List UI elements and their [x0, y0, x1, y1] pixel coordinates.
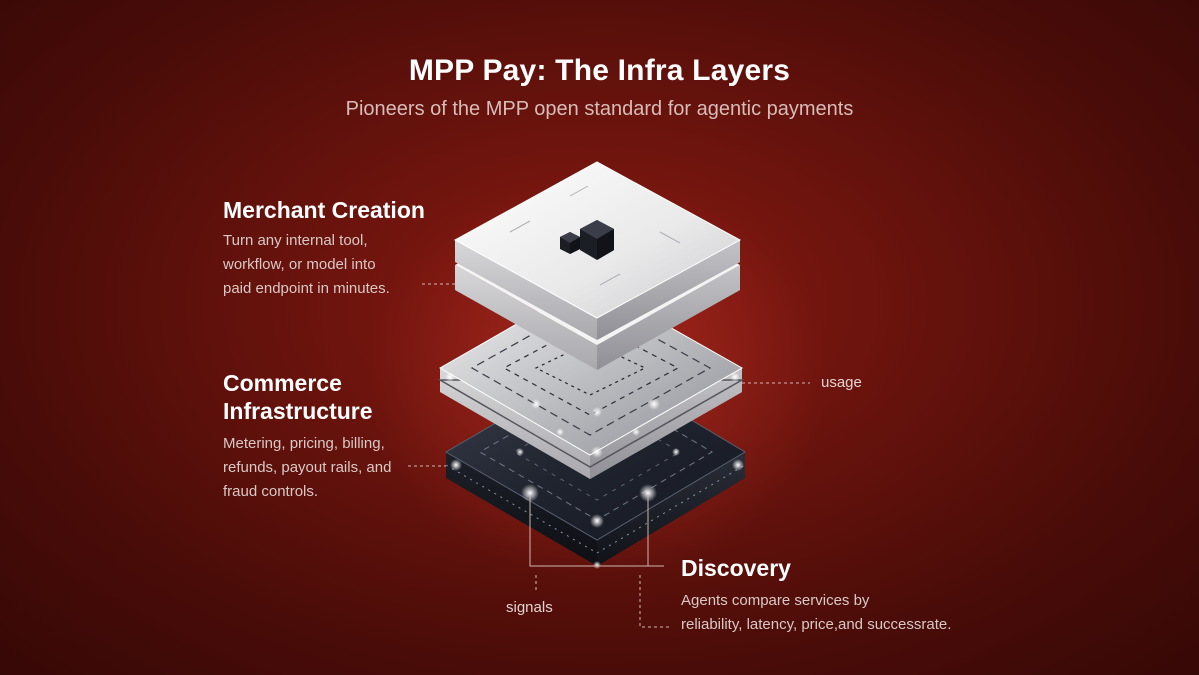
page-title: MPP Pay: The Infra Layers [408, 54, 791, 87]
glow-dots [445, 372, 744, 569]
signals-label: signals [506, 599, 553, 616]
commerce-infrastructure-heading: Commerce Infrastructure [223, 369, 373, 425]
connector-lines [408, 283, 810, 628]
discovery-description-connector [639, 575, 672, 628]
merchant-creation-line-3: paid endpoint in minutes. [223, 280, 390, 297]
usage-label: usage [821, 374, 862, 391]
discovery-line-1: Agents compare services by [681, 592, 870, 609]
commerce-line-2: refunds, payout rails, and [223, 459, 392, 476]
cubes-icon [560, 220, 614, 260]
page-subtitle: Pioneers of the MPP open standard for ag… [345, 98, 854, 120]
commerce-line-3: fraud controls. [223, 483, 319, 500]
merchant-creation-heading: Merchant Creation [223, 197, 425, 223]
commerce-heading-line-2: Infrastructure [223, 398, 373, 424]
commerce-line-1: Metering, pricing, billing, [223, 435, 385, 452]
merchant-creation-line-2: workflow, or model into [223, 256, 376, 273]
commerce-infrastructure-description: Metering, pricing, billing, refunds, pay… [223, 432, 391, 504]
commerce-infrastructure-layer [437, 281, 745, 479]
discovery-bracket [529, 495, 649, 567]
discovery-heading: Discovery [681, 555, 791, 581]
discovery-line-2: reliability, latency, price,and successr… [681, 616, 952, 633]
discovery-description: Agents compare services by reliability, … [681, 589, 951, 637]
merchant-creation-description: Turn any internal tool, workflow, or mod… [223, 229, 390, 301]
commerce-heading-line-1: Commerce [223, 370, 342, 396]
merchant-creation-line-1: Turn any internal tool, [223, 232, 368, 249]
